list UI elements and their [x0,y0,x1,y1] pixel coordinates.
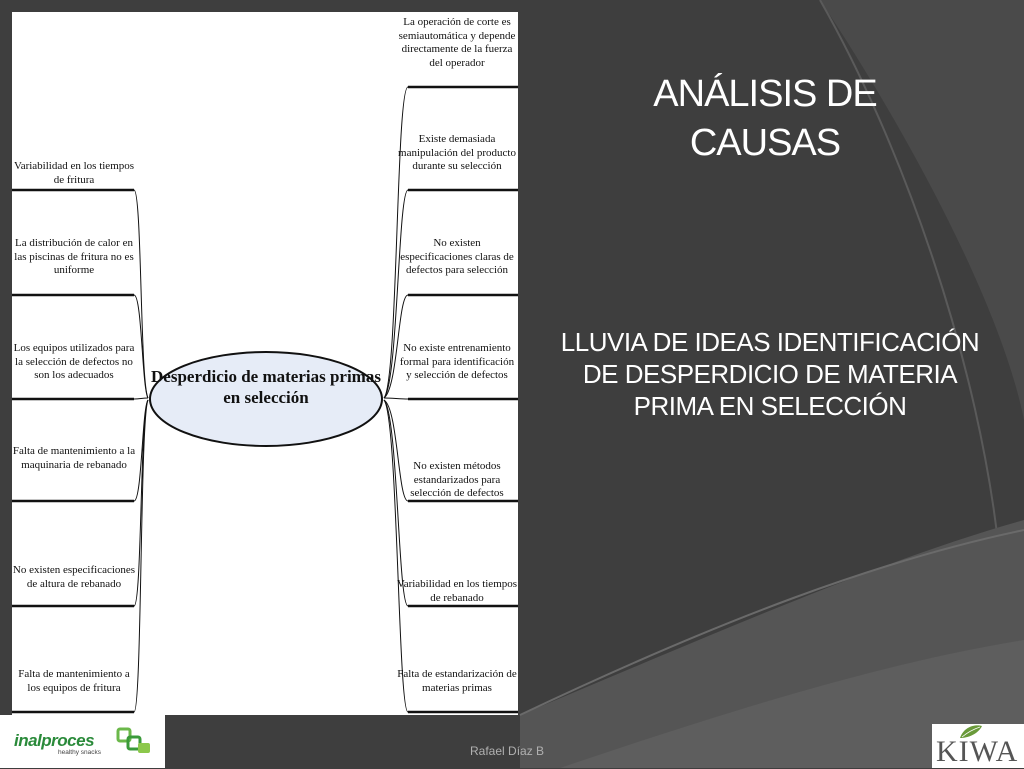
author-name: Rafael Díaz B [470,744,545,758]
left-cause-2: La distribución de calor en las piscinas… [14,237,134,276]
inalproces-wordmark: inalproces [14,731,95,750]
mind-map-diagram: Desperdicio de materias primas en selecc… [12,12,518,715]
left-cause-5: No existen especificaciones de altura de… [12,564,136,590]
right-cause-7: Falta de estandarización de materias pri… [397,668,517,694]
mind-map-connectors [12,85,518,714]
slide-subtitle: LLUVIA DE IDEAS IDENTIFICACIÓN DE DESPER… [560,327,980,421]
left-cause-4: Falta de mantenimiento a la maquinaria d… [12,445,136,471]
right-cause-5: No existen métodos estandarizados para s… [410,460,504,499]
right-cause-4: No existe entrenamiento formal para iden… [399,342,515,381]
left-cause-6: Falta de mantenimiento a los equipos de … [18,668,130,694]
leaf-icon [960,725,982,738]
central-problem-label: Desperdicio de materias primas en selecc… [151,367,381,407]
kiwa-logo: KIWA [932,724,1024,768]
kiwa-wordmark: KIWA [936,735,1019,768]
inalproces-mark-icon [116,727,150,753]
left-cause-1: Variabilidad en los tiempos de fritura [13,160,135,186]
left-cause-3: Los equipos utilizados para la selección… [13,342,135,381]
right-cause-2: Existe demasiada manipulación del produc… [398,133,516,172]
right-cause-1: La operación de corte es semiautomática … [398,16,516,69]
right-cause-3: No existen especificaciones claras de de… [400,237,514,276]
inalproces-tagline: healthy snacks [58,749,101,756]
inalproces-logo: inalproces healthy snacks [0,715,165,768]
central-problem-ellipse [149,351,383,447]
slide-title: ANÁLISIS DE CAUSAS [653,73,877,164]
right-cause-6: Variabilidad en los tiempos de rebanado [396,578,518,604]
